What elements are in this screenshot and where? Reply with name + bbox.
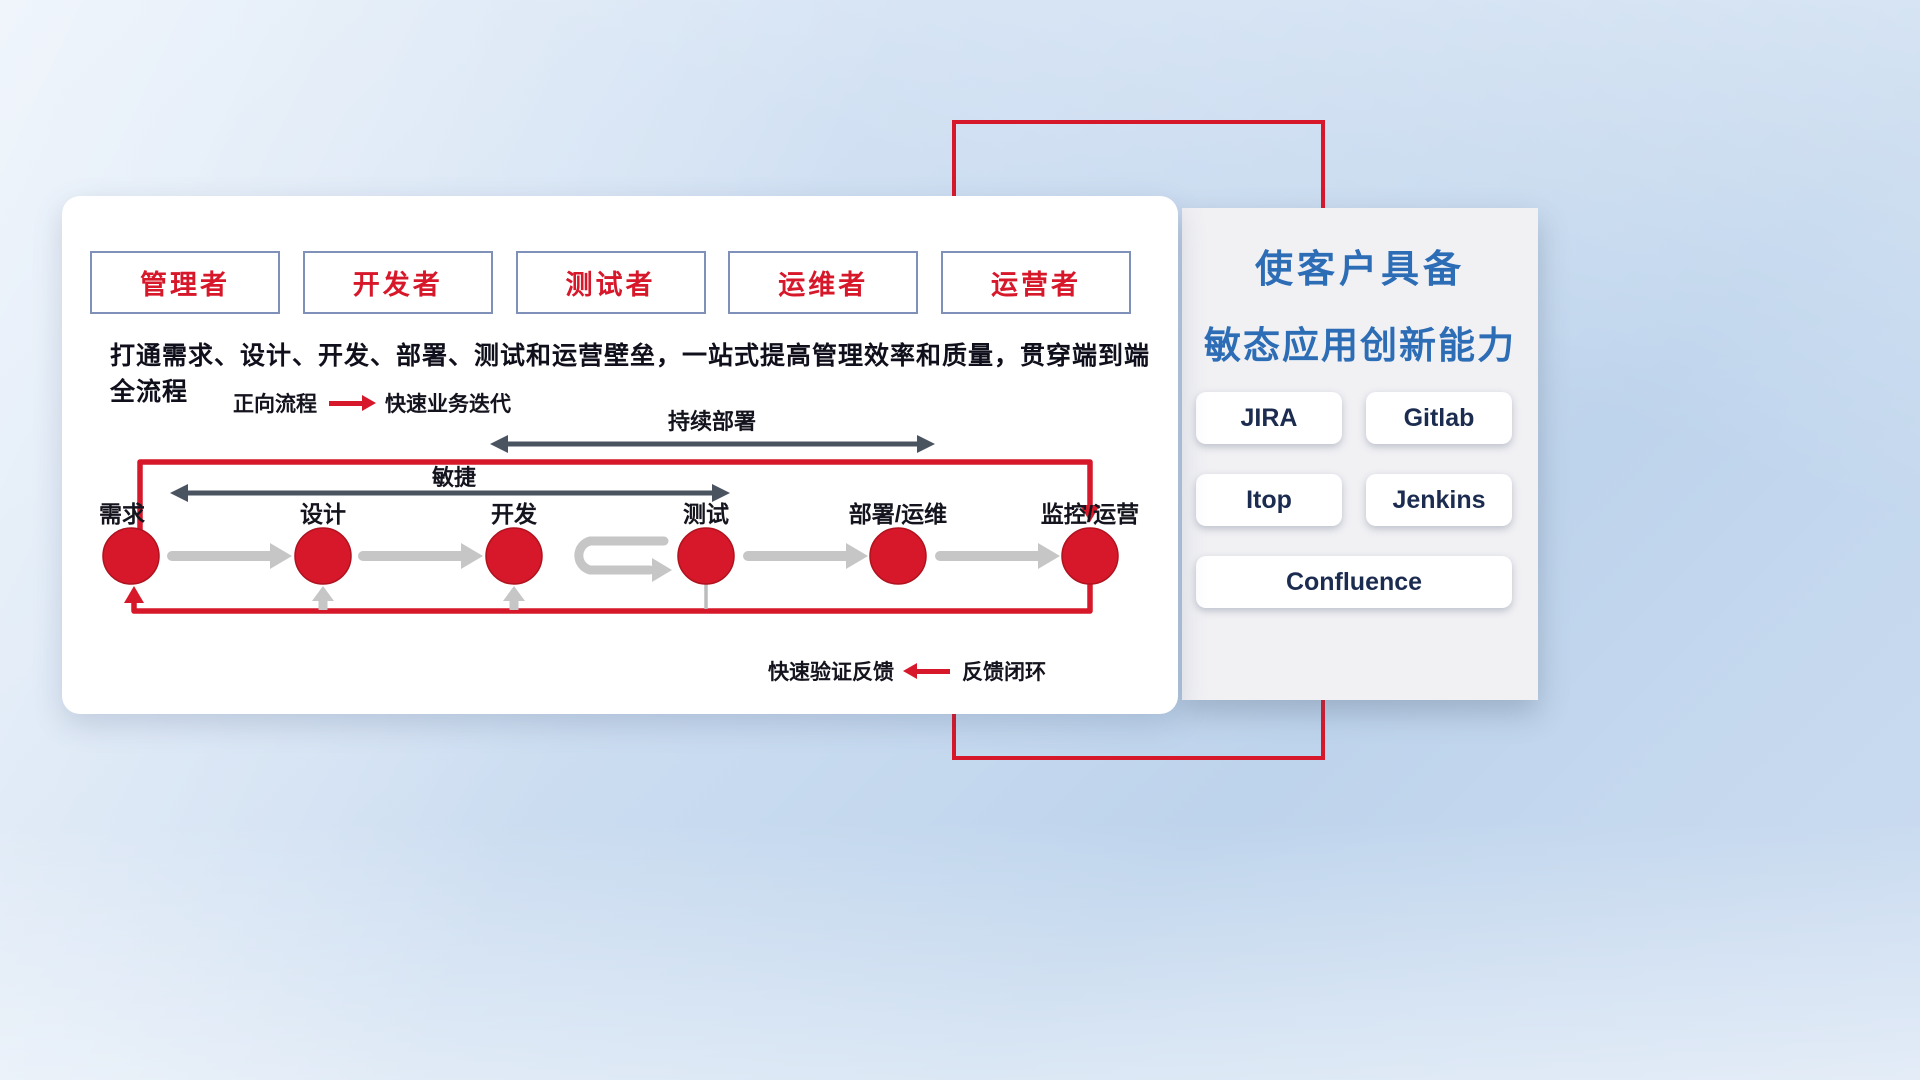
node-circle-test [677,527,735,585]
agile-arrow: 敏捷 [170,465,730,502]
feedback-up-arrow-design [312,586,334,610]
node-label-test: 测试 [683,501,729,527]
role-label: 开发者 [352,270,443,300]
node-circle-design [294,527,352,585]
legend-forward-flow: 正向流程 快速业务迭代 [233,388,511,418]
tool-chip-jenkins: Jenkins [1366,474,1512,526]
feedback-loop-line [124,580,1093,614]
tool-list: JIRA Gitlab Itop Jenkins Confluence [1196,392,1512,608]
flow-arrow-5 [935,543,1060,569]
forward-loop-line [137,459,1100,534]
role-label: 运维者 [778,270,869,300]
flow-arrow-1 [167,543,292,569]
role-box-operator: 运营者 [941,251,1131,314]
tool-chip-confluence: Confluence [1196,556,1512,608]
node-circle-dev [485,527,543,585]
panel-title-line1: 使客户具备 [1254,249,1465,291]
continuous-deploy-arrow: 持续部署 [490,409,935,453]
role-box-ops: 运维者 [728,251,919,314]
role-row: 管理者 开发者 测试者 运维者 运营者 [90,251,1131,314]
continuous-deploy-label: 持续部署 [668,409,756,434]
agile-label: 敏捷 [431,465,477,490]
background-haze [0,820,1920,1080]
panel-title-line2: 敏态应用创新能力 [1204,325,1516,366]
tool-chip-itop: Itop [1196,474,1342,526]
legend-feedback-title: 反馈闭环 [962,661,1046,684]
forward-arrow-icon [329,394,376,411]
panel-title: 使客户具备 敏态应用创新能力 [1182,238,1538,369]
node-circle-deploy-ops [869,527,927,585]
role-box-manager: 管理者 [90,251,280,314]
role-label: 测试者 [565,270,656,300]
legend-feedback-desc: 快速验证反馈 [768,661,894,684]
flow-arrow-2 [358,543,483,569]
capability-panel: 使客户具备 敏态应用创新能力 JIRA Gitlab Itop Jenkins … [1182,208,1538,700]
legend-forward-title: 正向流程 [233,393,317,416]
legend-forward-desc: 快速业务迭代 [385,393,511,416]
node-circle-monitor-ops [1061,527,1119,585]
flow-arrow-4 [743,543,868,569]
role-label: 运营者 [991,270,1081,300]
process-card: 管理者 开发者 测试者 运维者 运营者 打通需求、设计、开发、部署、测试和运营壁… [62,196,1178,714]
feedback-arrow-icon [903,662,950,679]
legend-feedback-loop: 快速验证反馈 反馈闭环 [768,656,1046,686]
tool-chip-gitlab: Gitlab [1366,392,1512,444]
feedback-up-arrow-dev [503,586,525,610]
role-label: 管理者 [140,270,230,300]
node-label-deploy-ops: 部署/运维 [849,501,947,527]
node-label-dev: 开发 [491,501,537,527]
node-label-monitor-ops: 监控/运营 [1041,501,1139,527]
node-circle-requirements [102,527,160,585]
node-label-design: 设计 [300,501,346,527]
role-box-developer: 开发者 [302,251,493,314]
tool-chip-jira: JIRA [1196,392,1342,444]
role-box-tester: 测试者 [515,251,706,314]
node-label-requirements: 需求 [99,501,145,527]
headline-text: 打通需求、设计、开发、部署、测试和运营壁垒，一站式提高管理效率和质量，贯穿端到端… [110,342,1151,406]
dev-test-iteration-loop-icon [574,536,672,582]
